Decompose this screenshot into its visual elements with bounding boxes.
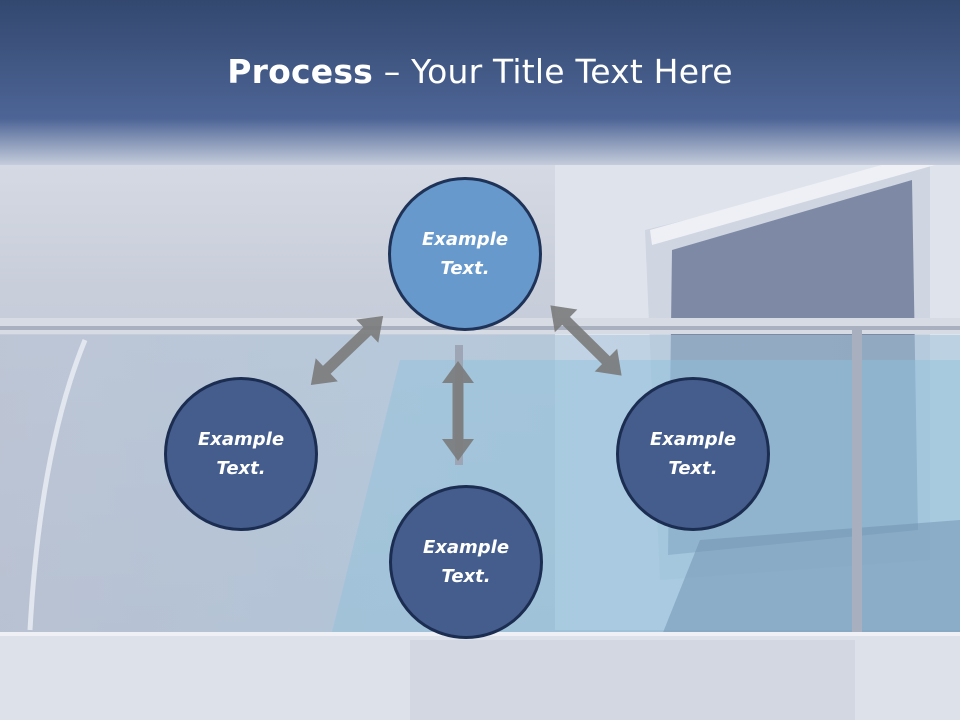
arrow-left-diagonal <box>310 315 384 386</box>
title-rest: – Your Title Text Here <box>373 52 733 91</box>
arrow-right-diagonal <box>550 305 622 376</box>
node-top: Example Text. <box>388 177 542 331</box>
node-bottom: Example Text. <box>389 485 543 639</box>
arrow-vertical <box>442 361 474 461</box>
node-right: Example Text. <box>616 377 770 531</box>
title-bold: Process <box>227 52 374 91</box>
slide-title: Process – Your Title Text Here <box>0 52 960 91</box>
node-left: Example Text. <box>164 377 318 531</box>
